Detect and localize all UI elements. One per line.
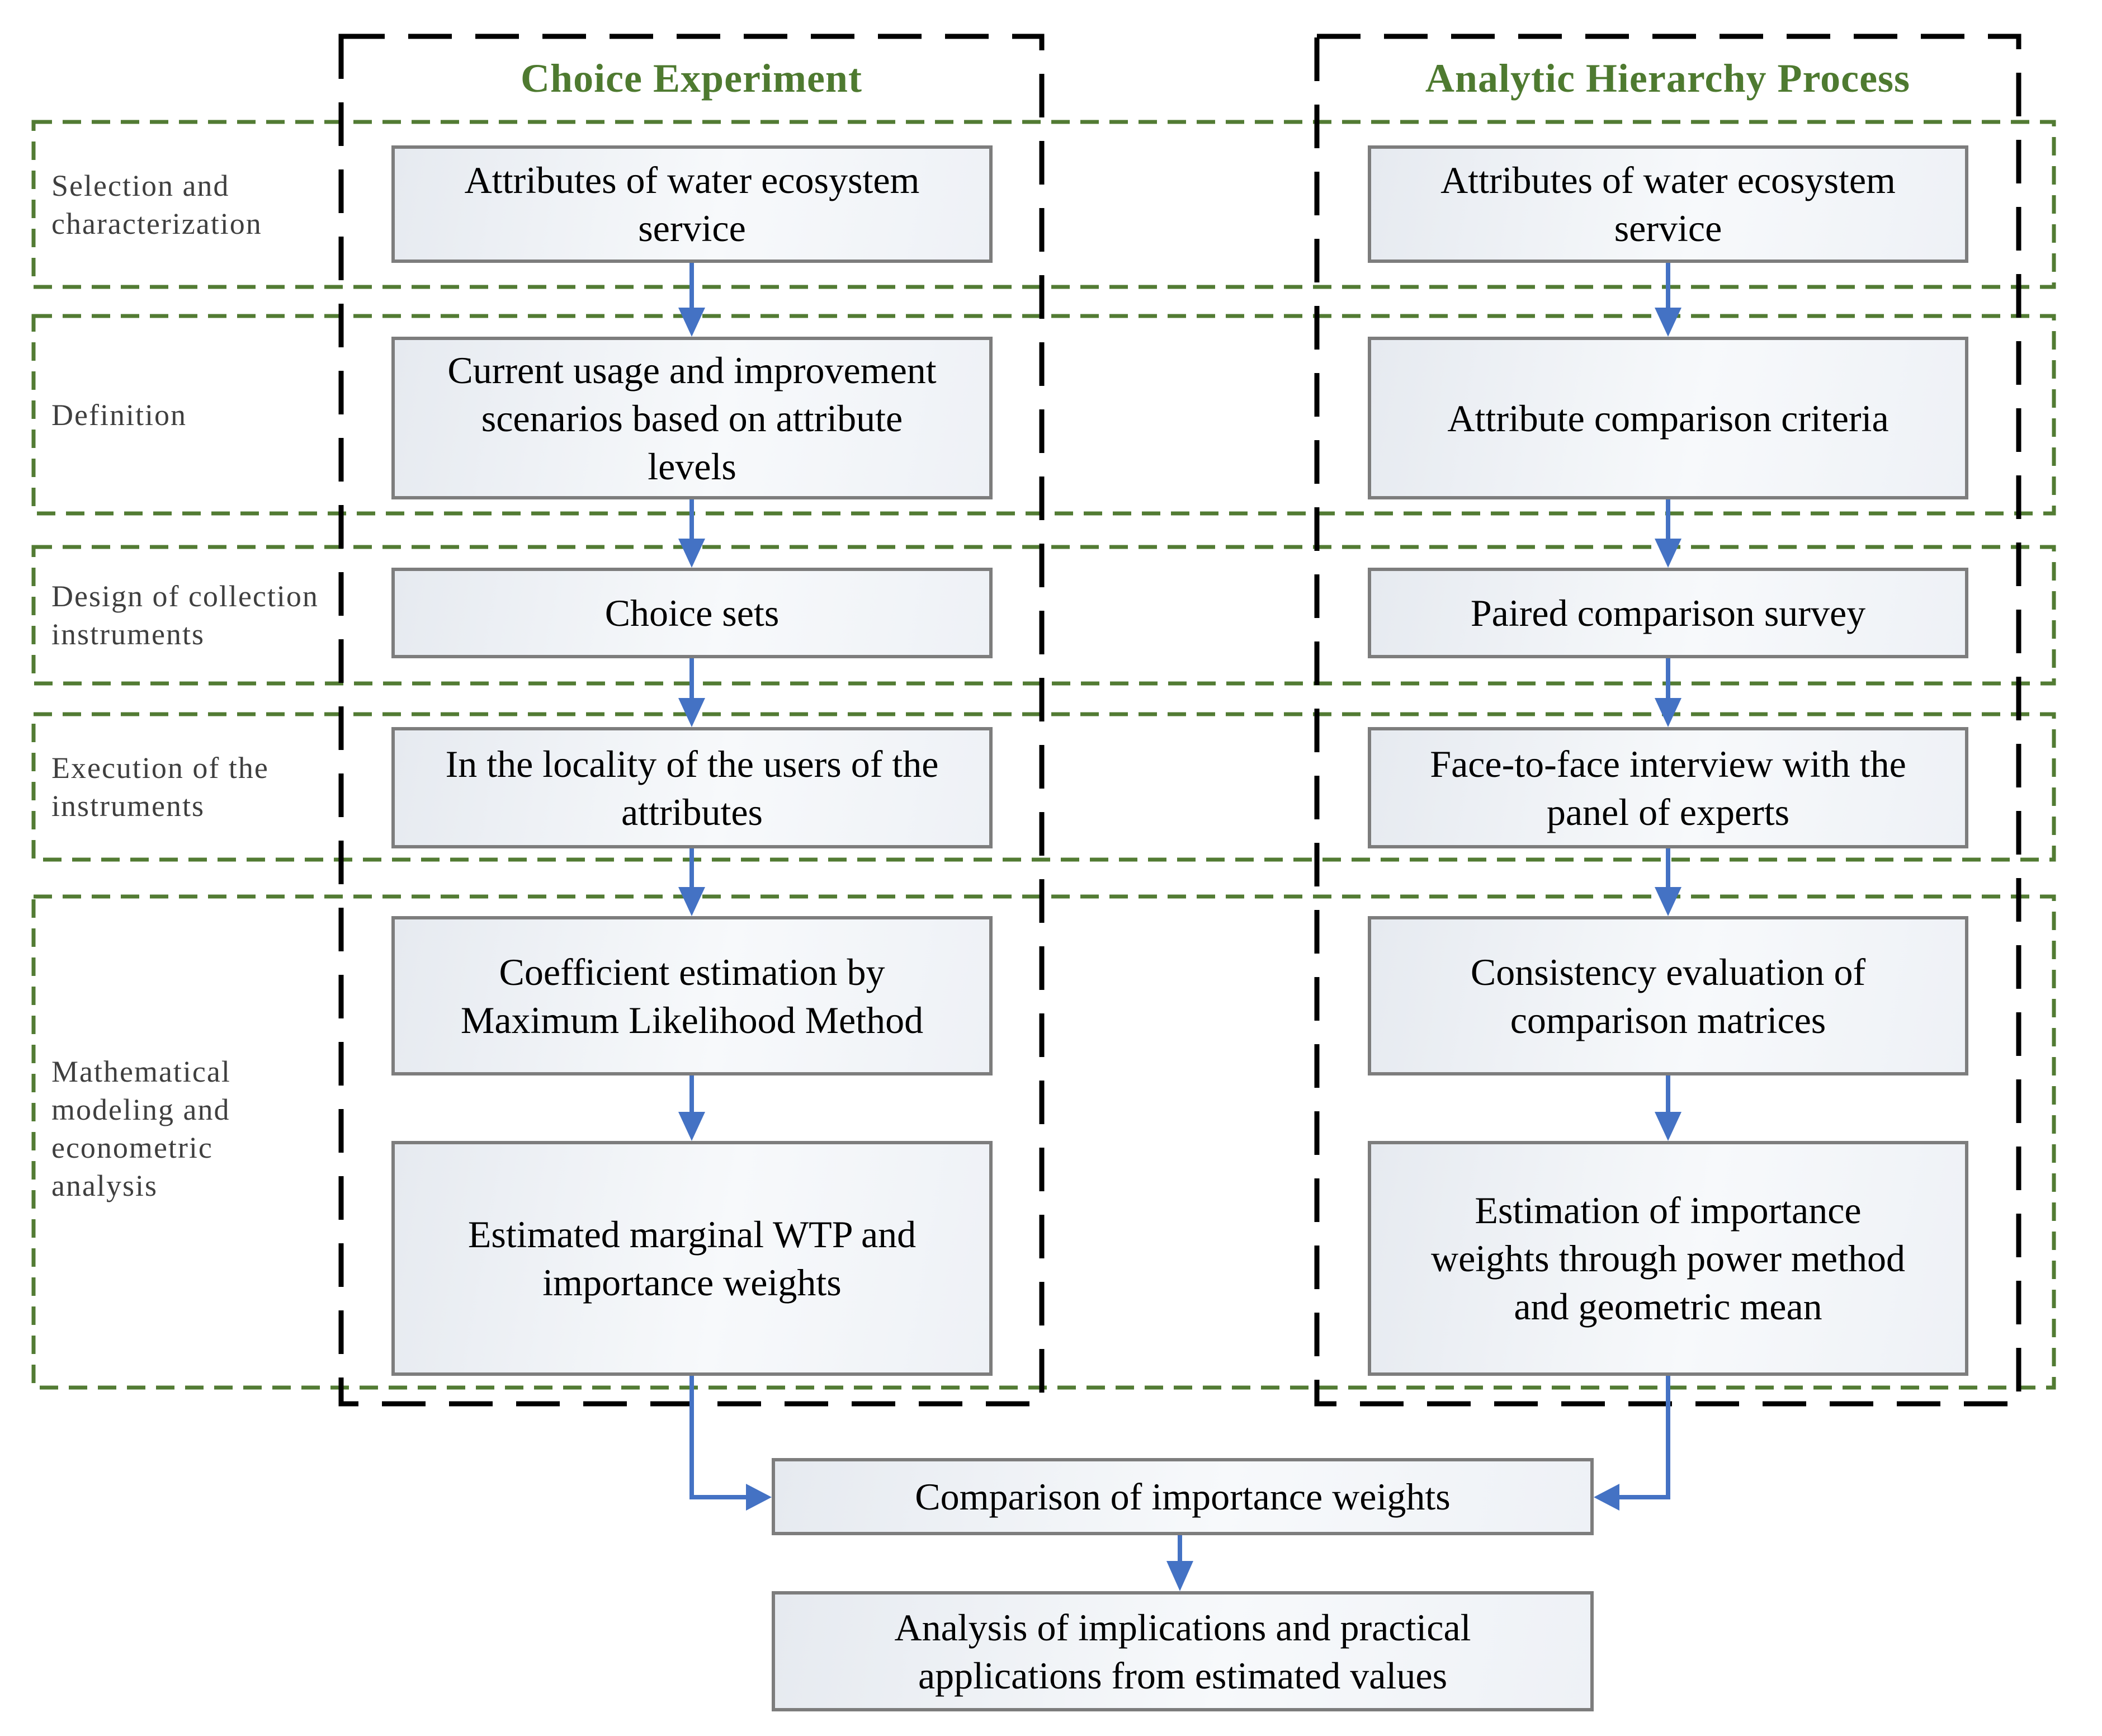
node-ahp-face-to-face-interview: Face-to-face interview with the panel of… — [1368, 727, 1968, 848]
node-ahp-consistency-evaluation: Consistency evaluation of comparison mat… — [1368, 916, 1968, 1075]
node-ce-coefficient-estimation: Coefficient estimation by Maximum Likeli… — [391, 916, 993, 1075]
node-ce-attributes: Attributes of water ecosystem service — [391, 145, 993, 263]
column-title-analytic-hierarchy-process: Analytic Hierarchy Process — [1425, 56, 1911, 101]
node-ahp-attributes: Attributes of water ecosystem service — [1368, 145, 1968, 263]
stage-label-execution-instruments: Execution of the instruments — [51, 751, 269, 823]
column-title-choice-experiment: Choice Experiment — [521, 56, 862, 101]
node-analysis-implications: Analysis of implications and practical a… — [772, 1591, 1594, 1711]
node-ce-choice-sets: Choice sets — [391, 568, 993, 658]
stage-label-mathematical-modeling: Mathematical modeling and econometric an… — [51, 1055, 231, 1202]
node-ahp-importance-weights-estimation: Estimation of importance weights through… — [1368, 1141, 1968, 1376]
stage-label-design-collection-instruments: Design of collection instruments — [51, 579, 319, 651]
node-comparison-importance-weights: Comparison of importance weights — [772, 1458, 1594, 1535]
node-ce-locality-of-users: In the locality of the users of the attr… — [391, 727, 993, 848]
node-ahp-comparison-criteria: Attribute comparison criteria — [1368, 337, 1968, 499]
stage-label-selection-characterization: Selection and characterization — [51, 168, 262, 240]
stage-label-definition: Definition — [51, 398, 187, 432]
node-ahp-paired-comparison-survey: Paired comparison survey — [1368, 568, 1968, 658]
flow-arrows — [678, 263, 1681, 1591]
node-ce-estimated-marginal-wtp: Estimated marginal WTP and importance we… — [391, 1141, 993, 1376]
node-ce-current-usage-scenarios: Current usage and improvement scenarios … — [391, 337, 993, 499]
